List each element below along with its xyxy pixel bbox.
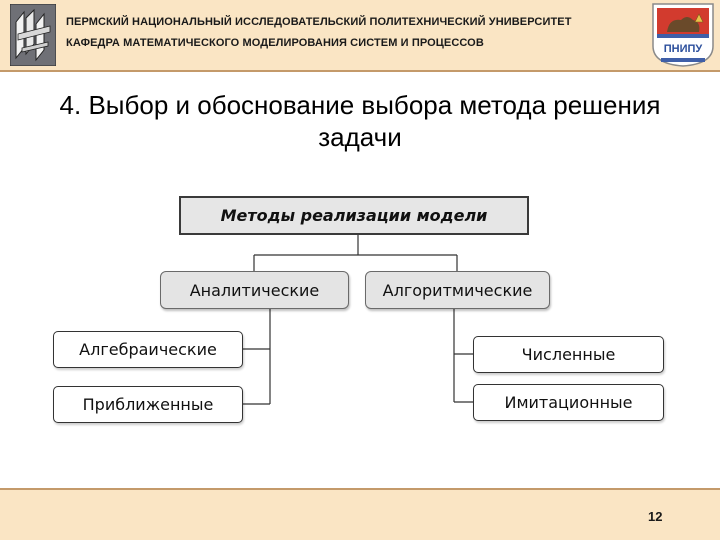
- department-logo-icon: [10, 4, 56, 66]
- header-divider: [0, 70, 720, 72]
- university-emblem-icon: ПНИПУ: [652, 3, 714, 67]
- branch-node-analytic: Аналитические: [160, 271, 349, 309]
- footer-divider: [0, 488, 720, 490]
- leaf-node-approximate: Приближенные: [53, 386, 243, 423]
- university-name: ПЕРМСКИЙ НАЦИОНАЛЬНЫЙ ИССЛЕДОВАТЕЛЬСКИЙ …: [66, 16, 572, 28]
- page-number: 12: [648, 509, 663, 524]
- slide-title: 4. Выбор и обоснование выбора метода реш…: [59, 90, 661, 152]
- slide-header: [0, 0, 720, 70]
- leaf-node-simulation: Имитационные: [473, 384, 664, 421]
- emblem-text: ПНИПУ: [664, 43, 703, 55]
- root-node: Методы реализации модели: [179, 196, 529, 235]
- slide-footer: [0, 490, 720, 540]
- department-name: КАФЕДРА МАТЕМАТИЧЕСКОГО МОДЕЛИРОВАНИЯ СИ…: [66, 37, 484, 49]
- branch-node-algorithmic: Алгоритмические: [365, 271, 550, 309]
- leaf-node-algebraic: Алгебраические: [53, 331, 243, 368]
- leaf-node-numerical: Численные: [473, 336, 664, 373]
